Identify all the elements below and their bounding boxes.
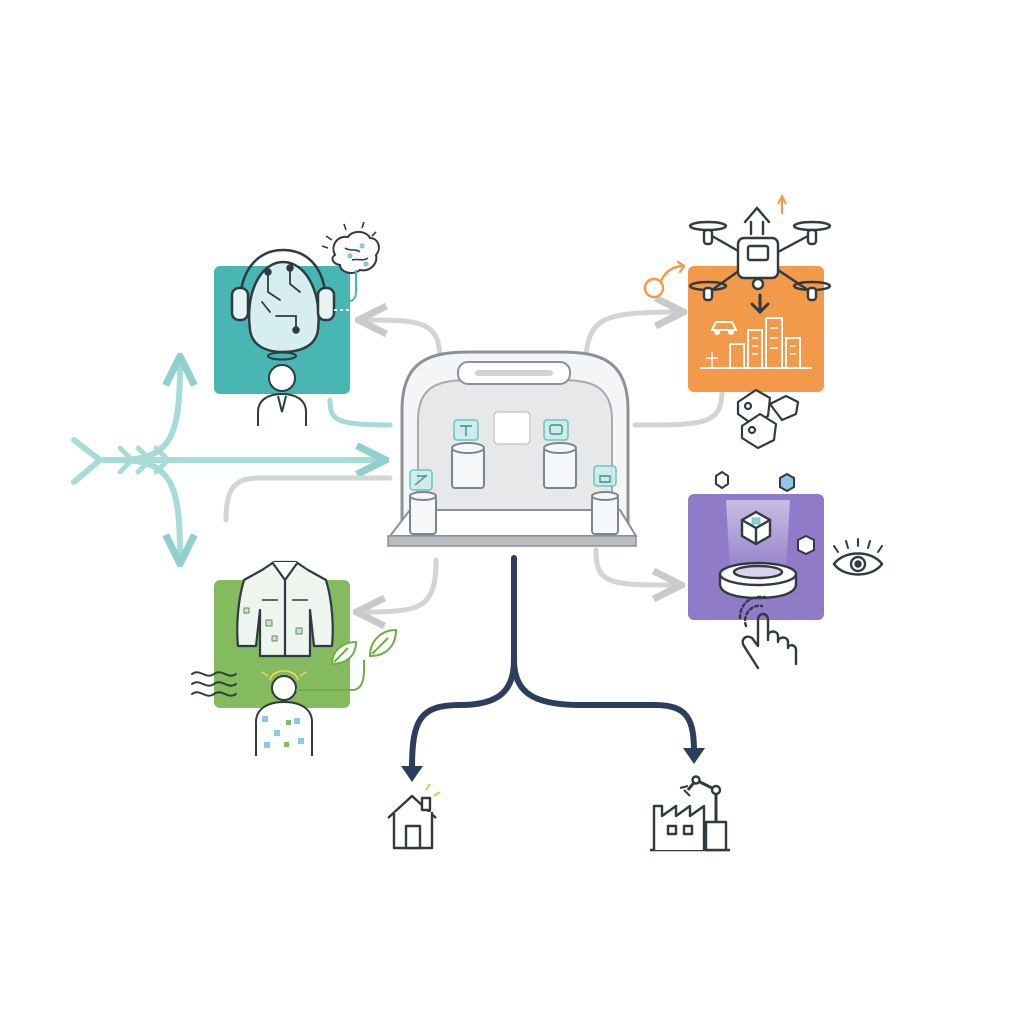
connector-to-drone xyxy=(582,312,680,363)
ai-audio-panel xyxy=(214,248,352,426)
floating-hexagons xyxy=(715,470,795,493)
inflow-arrows xyxy=(71,360,393,560)
leaf-icon xyxy=(330,628,398,666)
hologram-panel xyxy=(688,494,824,620)
hub-connectors xyxy=(223,312,725,612)
ai-headphones-icon xyxy=(230,248,336,354)
inflow-branch-ai xyxy=(327,397,393,428)
kiosk-pod-icon xyxy=(387,350,638,547)
car-icon xyxy=(710,321,738,335)
eye-icon xyxy=(832,538,884,576)
waves-icon xyxy=(191,671,237,697)
brain-icon xyxy=(321,221,380,303)
touch-hand-icon xyxy=(738,595,798,670)
inflow-branch-down xyxy=(117,457,180,560)
house-icon xyxy=(387,783,441,850)
outflow-arrows xyxy=(409,555,697,771)
hub-pedestal-left xyxy=(409,442,619,535)
city-skyline-icon xyxy=(700,317,812,369)
arrowhead-home xyxy=(401,766,423,782)
gender-symbol-icon xyxy=(643,260,686,299)
connector-to-apparel xyxy=(360,557,439,612)
connector-to-hologram xyxy=(593,547,678,585)
connector-to-ai xyxy=(362,320,443,363)
hub-screen xyxy=(493,411,531,445)
outflow-branch-home xyxy=(409,657,517,771)
connector-return-left xyxy=(223,475,393,523)
drone-icon xyxy=(688,206,832,302)
connector-from-drone xyxy=(632,387,725,428)
person-shirt-icon xyxy=(255,670,313,756)
jacket-icon xyxy=(236,560,334,658)
inflow-branch-up xyxy=(117,360,180,463)
factory-robot-arm-icon xyxy=(650,775,730,852)
tags-icon xyxy=(736,388,800,450)
hexagon-icon xyxy=(797,534,815,556)
inflow-chevron-large xyxy=(71,437,103,485)
person-halo-icon xyxy=(257,351,307,426)
apparel-link-line xyxy=(296,660,365,691)
drone-city-panel xyxy=(688,266,824,392)
outflow-trunk xyxy=(511,555,697,755)
arrowhead-factory xyxy=(683,748,705,764)
